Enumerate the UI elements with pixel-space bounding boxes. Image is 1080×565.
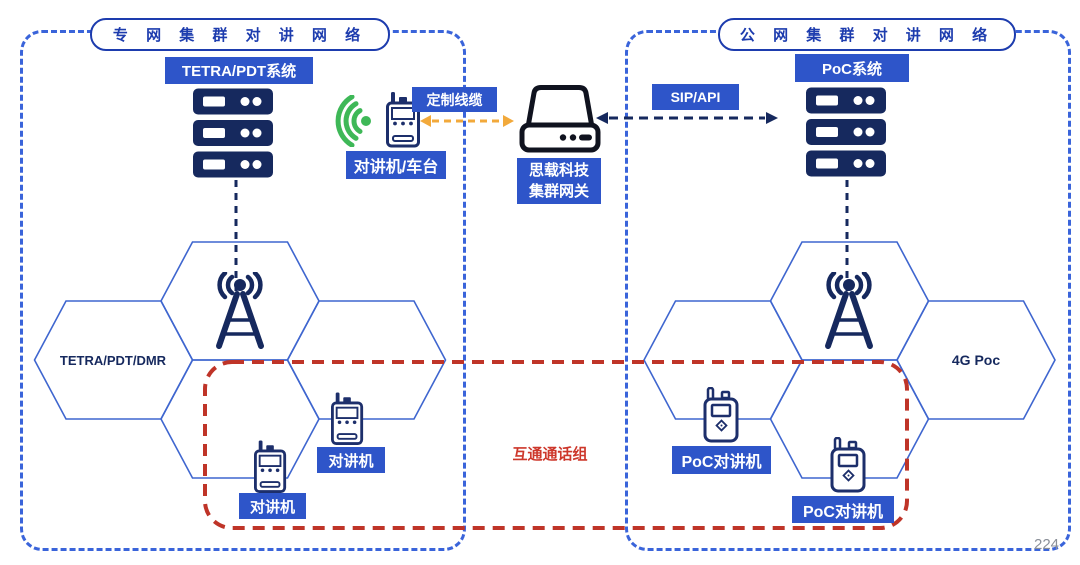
radio-mobile-label: 对讲机/车台 bbox=[346, 151, 446, 179]
gateway-name-label: 思载科技 集群网关 bbox=[517, 158, 601, 204]
poc-handset-label: PoC对讲机 bbox=[792, 496, 894, 523]
walkie-talkie-icon bbox=[254, 440, 287, 493]
gateway-name-line1: 思载科技 bbox=[528, 162, 589, 179]
poc-system-label: PoC系统 bbox=[795, 54, 909, 82]
public-network-title: 公 网 集 群 对 讲 网 络 bbox=[718, 18, 1016, 51]
talk-group-outline bbox=[203, 360, 909, 530]
custom-cable-arrow bbox=[420, 115, 514, 127]
poc-walkie-talkie-icon bbox=[830, 437, 866, 493]
4g-poc-cell-label: 4G Poc bbox=[951, 352, 1001, 368]
cell-hexagon bbox=[160, 359, 320, 479]
tetra-pdt-system-label: TETRA/PDT系统 bbox=[165, 57, 313, 84]
gateway-box-icon bbox=[519, 85, 601, 153]
antenna-tower-icon bbox=[825, 272, 873, 349]
walkie-talkie-icon bbox=[331, 392, 364, 445]
poc-handset-label: PoC对讲机 bbox=[672, 446, 771, 474]
private-network-title: 专 网 集 群 对 讲 网 络 bbox=[90, 18, 390, 51]
custom-cable-label: 定制线缆 bbox=[412, 87, 497, 112]
antenna-tower-icon bbox=[216, 272, 264, 349]
server-stack-icon bbox=[806, 87, 886, 177]
handset-label: 对讲机 bbox=[239, 493, 306, 519]
signal-waves-icon bbox=[335, 95, 371, 147]
handset-label: 对讲机 bbox=[317, 447, 385, 473]
server-stack-icon bbox=[193, 88, 273, 178]
poc-walkie-talkie-icon bbox=[703, 387, 739, 443]
sip-api-arrow bbox=[596, 112, 778, 124]
walkie-talkie-icon bbox=[386, 92, 420, 148]
gateway-name-line2: 集群网关 bbox=[528, 183, 589, 200]
page-number: 224 bbox=[1034, 536, 1060, 553]
sip-api-label: SIP/API bbox=[652, 84, 739, 110]
tetra-pdt-dmr-cell-label: TETRA/PDT/DMR bbox=[59, 353, 167, 368]
talk-group-label: 互通通话组 bbox=[512, 446, 588, 463]
